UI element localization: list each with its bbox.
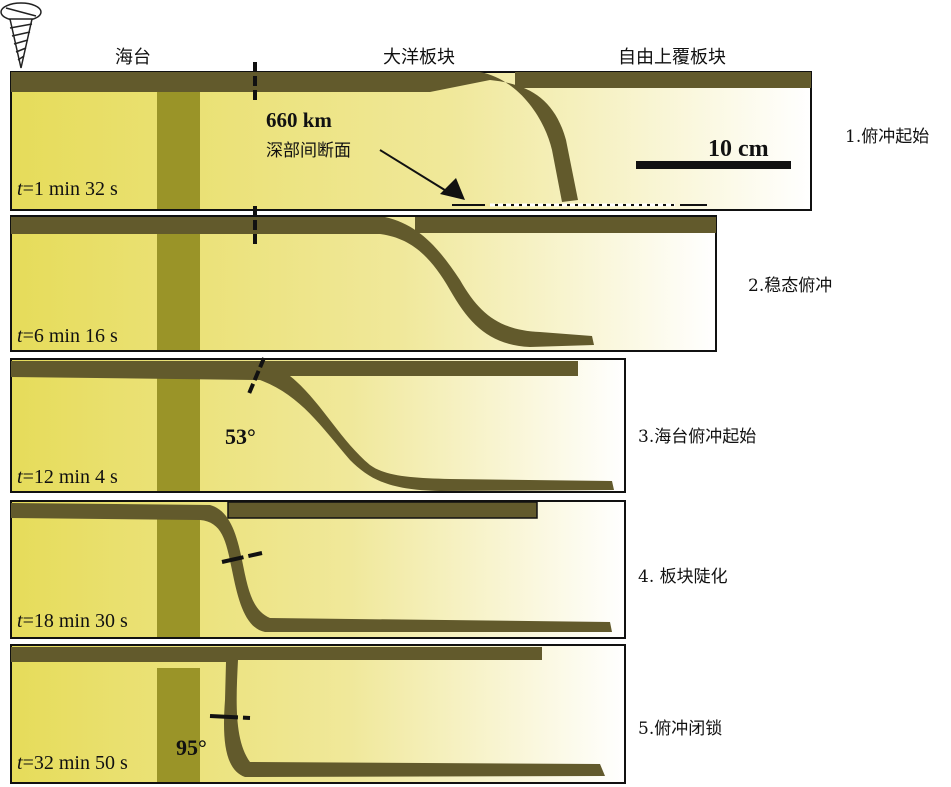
panel-2: [10, 206, 717, 352]
label-overriding-plate: 自由上覆板块: [618, 47, 726, 68]
panel-5: [10, 644, 626, 784]
depth-desc: 深部间断面: [266, 141, 351, 161]
time-label-5: t=32 min 50 s: [17, 752, 128, 774]
panel-3: [10, 357, 626, 493]
stage-label-2: 2.稳态俯冲: [748, 276, 833, 296]
stage-label-3: 3.海台俯冲起始: [638, 427, 757, 447]
stage-label-4: 4. 板块陡化: [638, 567, 728, 587]
time-label-2: t=6 min 16 s: [17, 325, 118, 347]
depth-label: 660 km: [266, 108, 332, 132]
label-plateau: 海台: [115, 47, 151, 68]
scale-label: 10 cm: [708, 136, 769, 162]
panel-1: [10, 62, 812, 211]
time-label-3: t=12 min 4 s: [17, 466, 118, 488]
screw-icon: [0, 2, 42, 69]
overriding-plate: [515, 72, 811, 88]
panel-4: [10, 500, 626, 639]
plateau: [157, 92, 200, 209]
angle-label-3: 53°: [225, 424, 256, 449]
time-label-1: t=1 min 32 s: [17, 178, 118, 200]
stage-label-1: 1.俯冲起始: [845, 127, 930, 147]
label-oceanic-plate: 大洋板块: [383, 47, 455, 68]
scale-bar: [636, 161, 791, 169]
time-label-4: t=18 min 30 s: [17, 610, 128, 632]
angle-label-5: 95°: [176, 735, 207, 760]
oceanic-slab: [11, 72, 578, 202]
stage-label-5: 5.俯冲闭锁: [638, 719, 723, 739]
